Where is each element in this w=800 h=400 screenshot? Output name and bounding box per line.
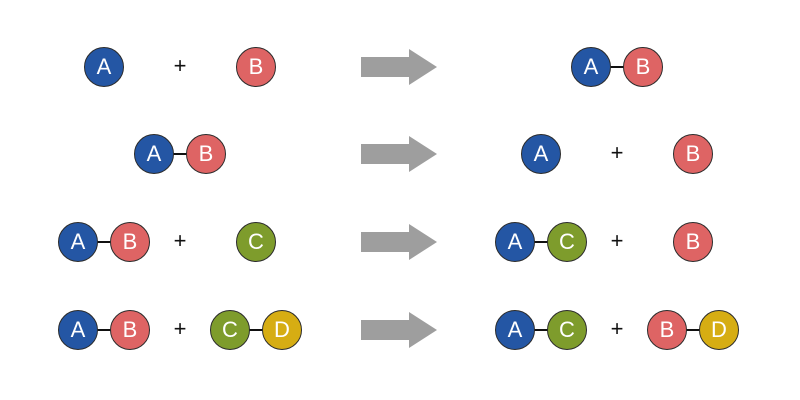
atom-b: B <box>110 310 150 350</box>
atom-c: C <box>236 222 276 262</box>
atom-d: D <box>699 310 739 350</box>
plus-sign: + <box>173 316 187 341</box>
atom-c: C <box>547 310 587 350</box>
plus-sign: + <box>610 316 624 341</box>
atom-a: A <box>495 222 535 262</box>
atom-b: B <box>647 310 687 350</box>
reaction-arrow-icon <box>361 136 437 172</box>
arrow-shape <box>361 136 437 172</box>
plus-sign: + <box>173 53 187 78</box>
atom-a: A <box>134 134 174 174</box>
bond-line <box>515 329 567 331</box>
atom-d: D <box>262 310 302 350</box>
atom-b: B <box>110 222 150 262</box>
atom-c: C <box>547 222 587 262</box>
atom-c: C <box>210 310 250 350</box>
atom-b: B <box>673 222 713 262</box>
bond-line <box>515 241 567 243</box>
arrow-shape <box>361 49 437 85</box>
bond-line <box>78 241 130 243</box>
bond-line <box>667 329 719 331</box>
bond-line <box>591 66 643 68</box>
atom-a: A <box>58 310 98 350</box>
bond-line <box>154 153 206 155</box>
atom-a: A <box>495 310 535 350</box>
atom-a: A <box>58 222 98 262</box>
reaction-arrow-icon <box>361 312 437 348</box>
arrow-shape <box>361 224 437 260</box>
bond-line <box>230 329 282 331</box>
atom-b: B <box>236 47 276 87</box>
plus-sign: + <box>173 228 187 253</box>
bond-line <box>78 329 130 331</box>
atom-b: B <box>623 47 663 87</box>
plus-sign: + <box>610 228 624 253</box>
atom-b: B <box>673 134 713 174</box>
atom-a: A <box>571 47 611 87</box>
arrow-shape <box>361 312 437 348</box>
reaction-arrow-icon <box>361 49 437 85</box>
atom-a: A <box>84 47 124 87</box>
atom-a: A <box>521 134 561 174</box>
plus-sign: + <box>610 140 624 165</box>
atom-b: B <box>186 134 226 174</box>
reaction-arrow-icon <box>361 224 437 260</box>
